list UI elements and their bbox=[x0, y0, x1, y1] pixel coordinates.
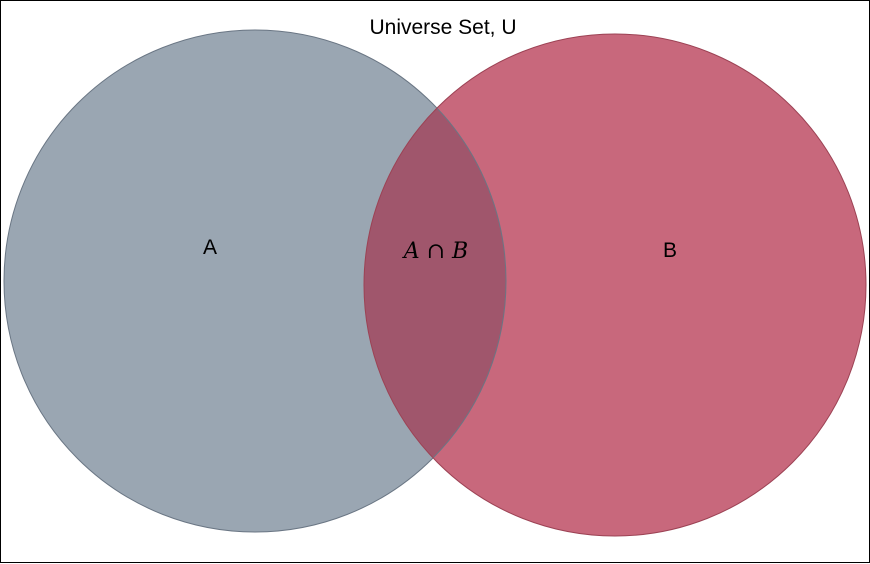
set-b-label: B bbox=[663, 239, 677, 262]
set-a-outline bbox=[3, 29, 507, 533]
universe-title: Universe Set, U bbox=[369, 16, 516, 39]
set-a-circle bbox=[4, 30, 506, 532]
set-b-circle bbox=[364, 34, 866, 536]
set-b-outline bbox=[363, 33, 867, 537]
set-a-label: A bbox=[203, 236, 217, 259]
intersection-label: A ∩ B bbox=[402, 239, 468, 264]
